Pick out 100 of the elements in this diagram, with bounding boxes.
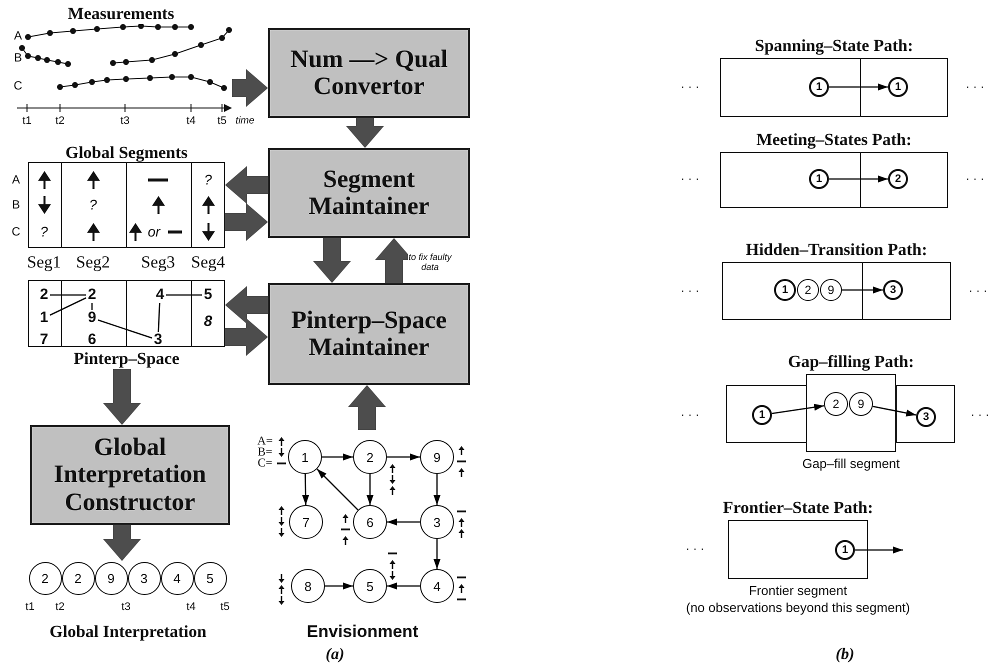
- state-circle: 1: [288, 440, 322, 474]
- state-number: 3: [152, 332, 164, 348]
- arrow: [387, 454, 420, 460]
- column-label: Seg1: [27, 254, 61, 272]
- ellipsis: · · ·: [968, 284, 988, 298]
- panel-title: Global Interpretation: [48, 622, 208, 642]
- state-circle: 5: [353, 569, 387, 603]
- state-circle: 5: [194, 562, 226, 594]
- tick-label: t3: [121, 600, 131, 614]
- arrow: [322, 454, 353, 460]
- state-circle: 2: [62, 562, 94, 594]
- subfigure-label: (a): [326, 646, 344, 664]
- state-circle: 3: [420, 505, 454, 539]
- segment-caption: Frontier segment: [748, 582, 848, 599]
- tick-label: t1: [25, 600, 35, 614]
- segment-caption: (no observations beyond this segment): [684, 599, 911, 616]
- arrow: [829, 84, 888, 90]
- axis-letter: B: [14, 51, 22, 65]
- tick-label: t4: [186, 114, 196, 128]
- state-number: 5: [202, 287, 214, 303]
- arrow: [366, 474, 374, 505]
- block-arrow: [225, 286, 268, 324]
- ellipsis: · · ·: [966, 80, 984, 94]
- ellipsis: · · ·: [966, 172, 984, 186]
- arrow: [387, 582, 420, 590]
- connector-line: [50, 294, 86, 296]
- state-circle: 9: [94, 562, 128, 594]
- block-arrow: [232, 69, 268, 107]
- row-label: B: [12, 198, 20, 212]
- panel-title: Global Segments: [64, 143, 189, 162]
- block-arrow: [313, 238, 351, 283]
- block-arrow: [225, 166, 268, 204]
- state-circle: 2: [28, 562, 62, 594]
- arrow: [325, 582, 353, 590]
- legend-text: B=: [258, 445, 272, 458]
- arrow: [302, 474, 310, 506]
- arrow: [829, 176, 888, 182]
- tick-label: t1: [22, 114, 32, 128]
- ellipsis: · · ·: [680, 80, 700, 94]
- ellipsis: · · ·: [680, 408, 700, 422]
- block-arrow: [103, 369, 141, 425]
- process-box: Global Interpretation Constructor: [30, 425, 230, 525]
- tick-label: t3: [120, 114, 130, 128]
- state-circle: 9: [420, 440, 454, 474]
- axis-letter: C: [14, 79, 22, 93]
- ellipsis: · · ·: [970, 408, 990, 422]
- plot-title: Measurements: [66, 4, 176, 24]
- panel-title: Pinterp–Space: [72, 349, 180, 368]
- state-number: 8: [202, 314, 214, 330]
- panel-title: Spanning–State Path:: [754, 36, 914, 55]
- state-number: 4: [154, 287, 166, 303]
- ellipsis: · · ·: [686, 542, 704, 556]
- state-circle: 6: [353, 505, 387, 539]
- legend-text: A=: [257, 434, 273, 448]
- column-label: Seg4: [191, 254, 225, 272]
- block-arrow: [225, 318, 268, 356]
- arrow: [772, 404, 824, 414]
- arrow: [855, 546, 903, 554]
- tick-label: t2: [55, 114, 65, 128]
- panel-title: Hidden–Transition Path:: [744, 240, 928, 259]
- block-arrow: [348, 385, 386, 430]
- column-label: Seg3: [141, 254, 175, 272]
- state-circle: 4: [160, 562, 194, 594]
- block-arrow: [103, 525, 141, 561]
- tick-label: t5: [217, 114, 227, 128]
- legend-text: C=: [258, 456, 272, 470]
- connector-line: [98, 319, 152, 339]
- panel-title: Frontier–State Path:: [722, 498, 874, 517]
- state-number: 6: [86, 332, 98, 348]
- state-circle: 2: [353, 440, 387, 474]
- state-number: 1: [38, 310, 50, 326]
- state-circle: 3: [128, 562, 160, 594]
- process-box: Num —> Qual Convertor: [268, 28, 470, 118]
- tick-label: t2: [55, 600, 65, 614]
- axis-title: time: [236, 116, 254, 126]
- connector-line: [50, 297, 86, 316]
- state-number: 9: [86, 310, 98, 326]
- process-box: Segment Maintainer: [268, 148, 470, 238]
- arrow: [872, 406, 916, 416]
- state-circle: 8: [291, 569, 325, 603]
- axis-letter: A: [14, 29, 22, 43]
- block-arrow: [225, 203, 268, 241]
- edge-label: to fix faulty data: [408, 252, 452, 272]
- unknown-mark: ?: [89, 197, 97, 213]
- panel-title: Meeting–States Path:: [755, 130, 913, 149]
- row-label: C: [12, 225, 20, 239]
- state-number: 2: [38, 287, 50, 303]
- unknown-mark: ?: [40, 224, 48, 240]
- arrow: [434, 474, 440, 505]
- connector-line: [91, 303, 93, 310]
- tick-label: t4: [186, 600, 196, 614]
- panel-title: Envisionment: [306, 622, 420, 642]
- cell-text: or: [148, 224, 160, 240]
- subfigure-label: (b): [836, 646, 854, 664]
- process-box: Pinterp–Space Maintainer: [268, 283, 470, 385]
- connector-line: [158, 302, 160, 332]
- unknown-mark: ?: [204, 172, 212, 188]
- connector-line: [166, 294, 202, 296]
- segment-caption: Gap–fill segment: [801, 455, 901, 472]
- block-arrow: [346, 118, 384, 148]
